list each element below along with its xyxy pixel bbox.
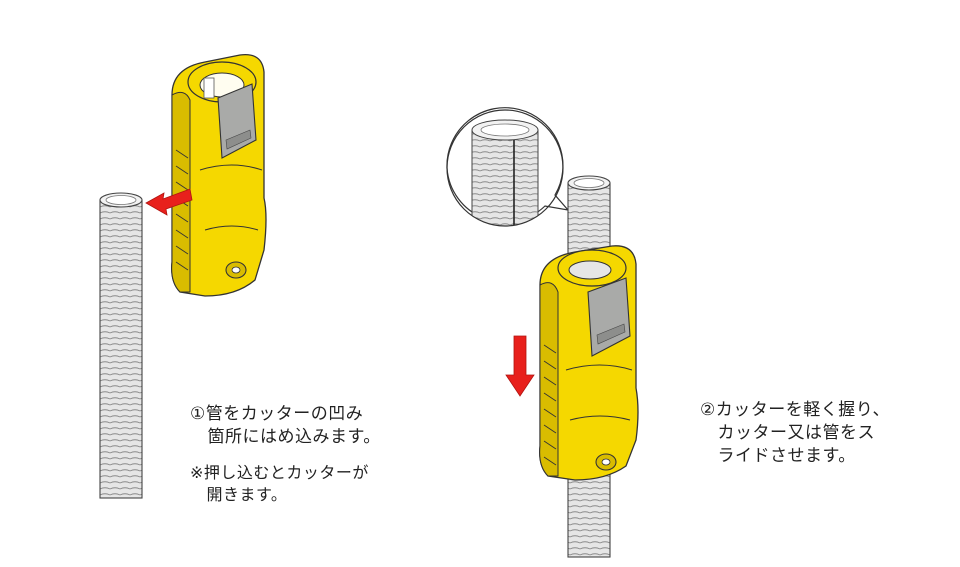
corrugated-pipe-left	[99, 192, 143, 499]
step2-caption: ②カッターを軽く握り、 カッター又は管をス ライドさせます。	[700, 400, 891, 466]
cutter-open	[171, 53, 267, 297]
step1-caption: ①管をカッターの凹み 箇所にはめ込みます。	[190, 404, 381, 447]
step1-note: ※押し込むとカッターが 開きます。	[190, 463, 369, 504]
slide-arrow	[505, 335, 535, 397]
pipe-zoom-bubble	[446, 107, 570, 227]
push-arrow	[145, 188, 193, 216]
cutter-on-pipe	[539, 245, 639, 481]
